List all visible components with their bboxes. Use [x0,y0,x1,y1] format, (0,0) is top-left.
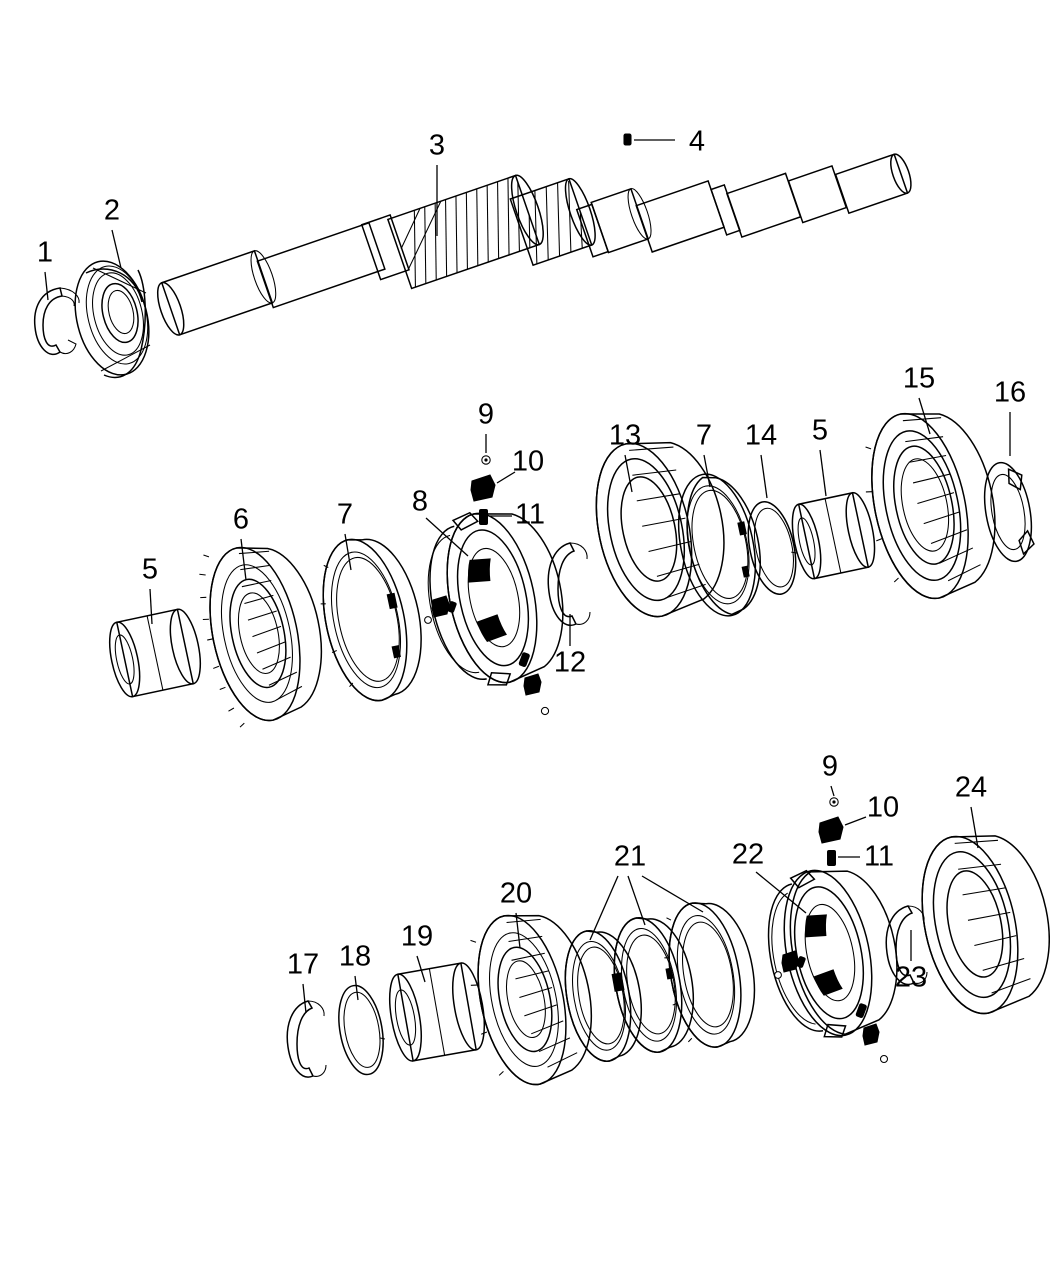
row-input-shaft: 1 2 [33,126,912,379]
row-middle: 5 [108,363,1035,728]
part-15-helical-gear-clutch [865,412,996,600]
callout-label-16: 16 [994,377,1026,409]
row-bottom: 17 18 19 [286,751,1050,1086]
callout-label-4: 4 [689,126,705,158]
part-5b-needle-bearing [791,491,876,580]
part-21-synchro-ring-inner [664,902,756,1048]
part-11-detent-pin [479,509,488,525]
callout-label-10: 10 [512,446,544,478]
shaft-helical-gear-2 [509,177,596,267]
callout-label-1: 1 [37,237,53,269]
callout-label-14: 14 [745,420,777,452]
callout-label-3: 3 [429,130,445,162]
shaft-helical-gear [386,174,544,290]
part-8-synchro-hub-assembly [424,511,564,716]
callout-label-11: 11 [515,499,545,531]
part-9-detent-ball [481,455,491,465]
part-14-thrust-washer [747,501,797,595]
part-9b-detent-ball [829,797,839,807]
callout-label-12: 12 [554,647,586,679]
part-21-synchro-ring-outer [564,930,642,1062]
callout-label-2: 2 [104,195,120,227]
part-5-needle-bearing-left [108,608,202,698]
callout-label-8: 8 [412,486,428,518]
part-4-dowel-pin [623,133,632,146]
callout-label-11b: 11 [864,841,894,873]
callout-label-9b: 9 [822,751,838,783]
part-1-snap-ring [33,287,80,356]
part-18-thrust-washer [338,984,386,1076]
callout-label-13: 13 [609,420,641,452]
callout-label-23: 23 [895,962,927,994]
callout-label-24: 24 [955,772,987,804]
callout-label-10b: 10 [867,792,899,824]
part-10-strut-key [470,474,496,502]
part-16-c-clip [983,461,1035,563]
callout-label-15: 15 [903,363,935,395]
part-2-ball-bearing [74,260,151,379]
callout-label-5b: 5 [812,415,828,447]
part-20-helical-gear [470,914,593,1086]
callout-label-5: 5 [142,554,158,586]
part-24-shift-sleeve [921,835,1050,1015]
callout-label-17: 17 [287,949,319,981]
callout-label-7b: 7 [696,420,712,452]
part-17-snap-ring [286,1000,327,1078]
callout-label-22: 22 [732,839,764,871]
part-7-synchro-ring-left [320,538,422,702]
part-22-synchro-hub-assembly [767,869,898,1064]
part-12-snap-ring [547,542,591,627]
part-3-mainshaft [156,153,912,336]
part-10b-strut-key [818,816,844,844]
part-7b-synchro-ring [677,473,761,617]
part-19-needle-bearing [388,962,486,1062]
part-13-shift-sleeve [595,441,725,618]
callout-label-21: 21 [614,841,646,873]
callout-label-18: 18 [339,941,371,973]
part-11b-detent-pin [827,850,836,866]
callout-label-6: 6 [233,504,249,536]
callout-label-19: 19 [401,921,433,953]
callout-label-7: 7 [337,499,353,531]
part-6-helical-gear [199,546,323,728]
callout-label-20: 20 [500,878,532,910]
callout-label-9: 9 [478,399,494,431]
